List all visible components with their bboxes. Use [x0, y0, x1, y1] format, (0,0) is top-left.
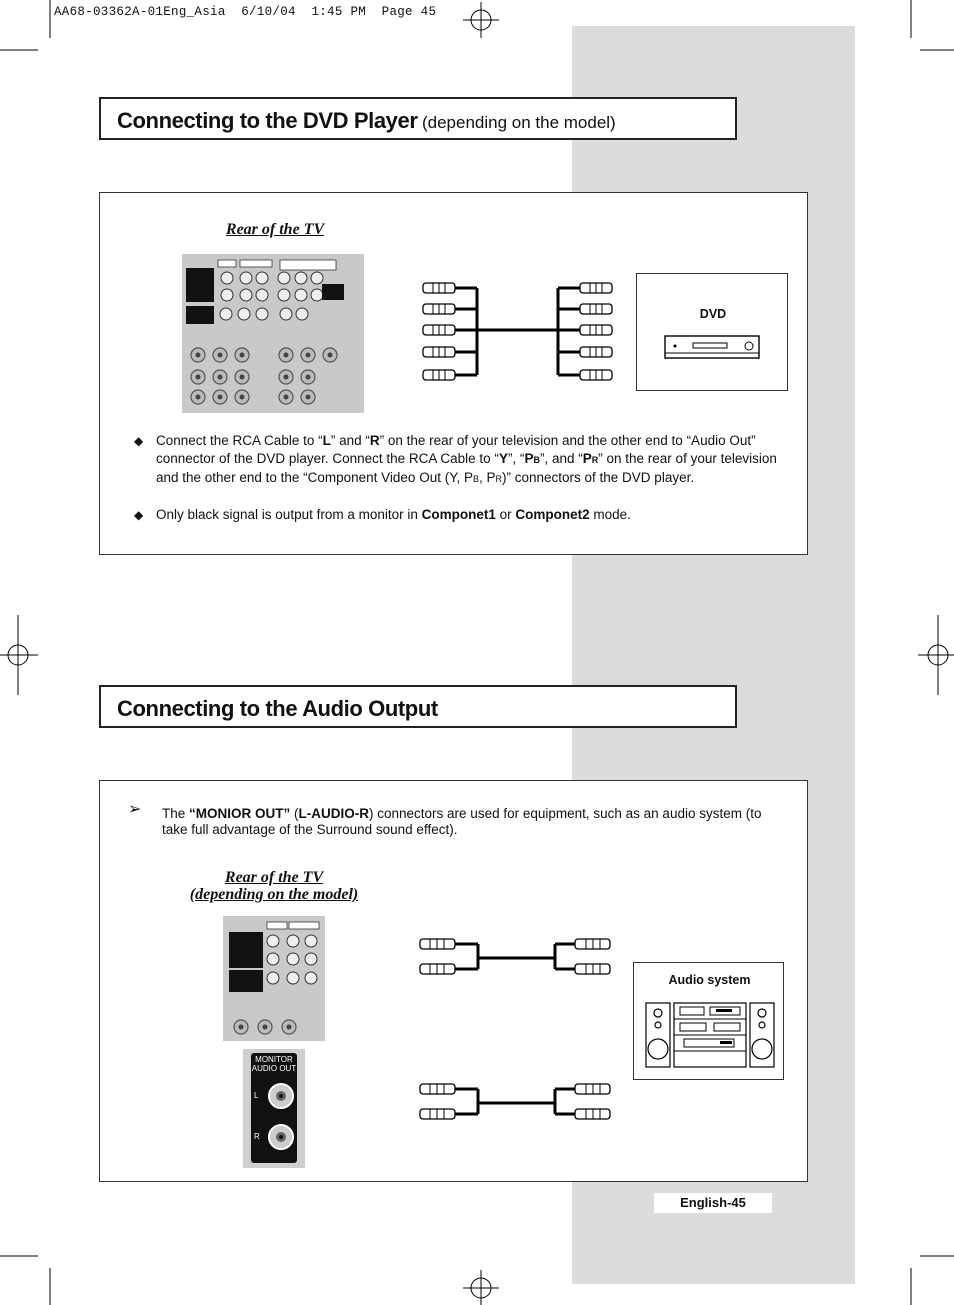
dvd-section-title: Connecting to the DVD Player — [117, 108, 418, 133]
arrow-note-icon: ➢ — [128, 801, 142, 818]
rca-cable-bundle-dvd — [422, 282, 613, 381]
dvd-device-box: DVD — [636, 273, 788, 391]
dvd-bullet-1: ◆ Connect the RCA Cable to “L” and “R” o… — [134, 433, 777, 485]
dvd-section-subtitle: (depending on the model) — [421, 113, 616, 132]
jack-panel-title-1: MONITOR — [255, 1055, 293, 1064]
jack-right-label: R — [254, 1132, 260, 1141]
audio-jacks-icon — [268, 1083, 294, 1150]
page-number: English-45 — [654, 1193, 772, 1213]
audio-note: ➢ The “MONIOR OUT” (L-AUDIO-R) connector… — [128, 801, 762, 838]
print-header: AA68-03362A-01Eng_Asia 6/10/04 1:45 PM P… — [54, 5, 437, 19]
audio-system-icon — [645, 1002, 775, 1068]
jack-left-label: L — [254, 1091, 259, 1100]
jack-panel-title-2: AUDIO OUT — [251, 1064, 297, 1073]
tv-rear-panel-small-graphic — [229, 921, 320, 1035]
dvd-bullet-2: ◆ Only black signal is output from a mon… — [134, 507, 631, 522]
rca-cable-audio-top — [419, 938, 611, 975]
diamond-bullet-icon: ◆ — [134, 508, 144, 522]
dvd-device-label: DVD — [699, 307, 727, 321]
audio-system-box: Audio system — [633, 962, 784, 1080]
monitor-audio-out-panel: MONITOR AUDIO OUT L R — [243, 1049, 305, 1168]
audio-rear-label: Rear of the TV (depending on the model) — [189, 869, 359, 903]
tv-rear-panel-dvd — [182, 254, 364, 413]
dvd-player-icon — [664, 335, 760, 359]
tv-rear-panel-audio — [223, 916, 325, 1041]
tv-rear-panel-graphic — [186, 259, 344, 405]
audio-system-label: Audio system — [668, 973, 751, 987]
audio-title-box: Connecting to the Audio Output — [99, 685, 737, 728]
audio-section-title: Connecting to the Audio Output — [117, 696, 438, 721]
dvd-title-box: Connecting to the DVD Player (depending … — [99, 97, 737, 140]
diamond-bullet-icon: ◆ — [134, 434, 144, 448]
dvd-rear-label: Rear of the TV — [225, 221, 325, 238]
rca-cable-audio-bottom — [419, 1083, 611, 1120]
